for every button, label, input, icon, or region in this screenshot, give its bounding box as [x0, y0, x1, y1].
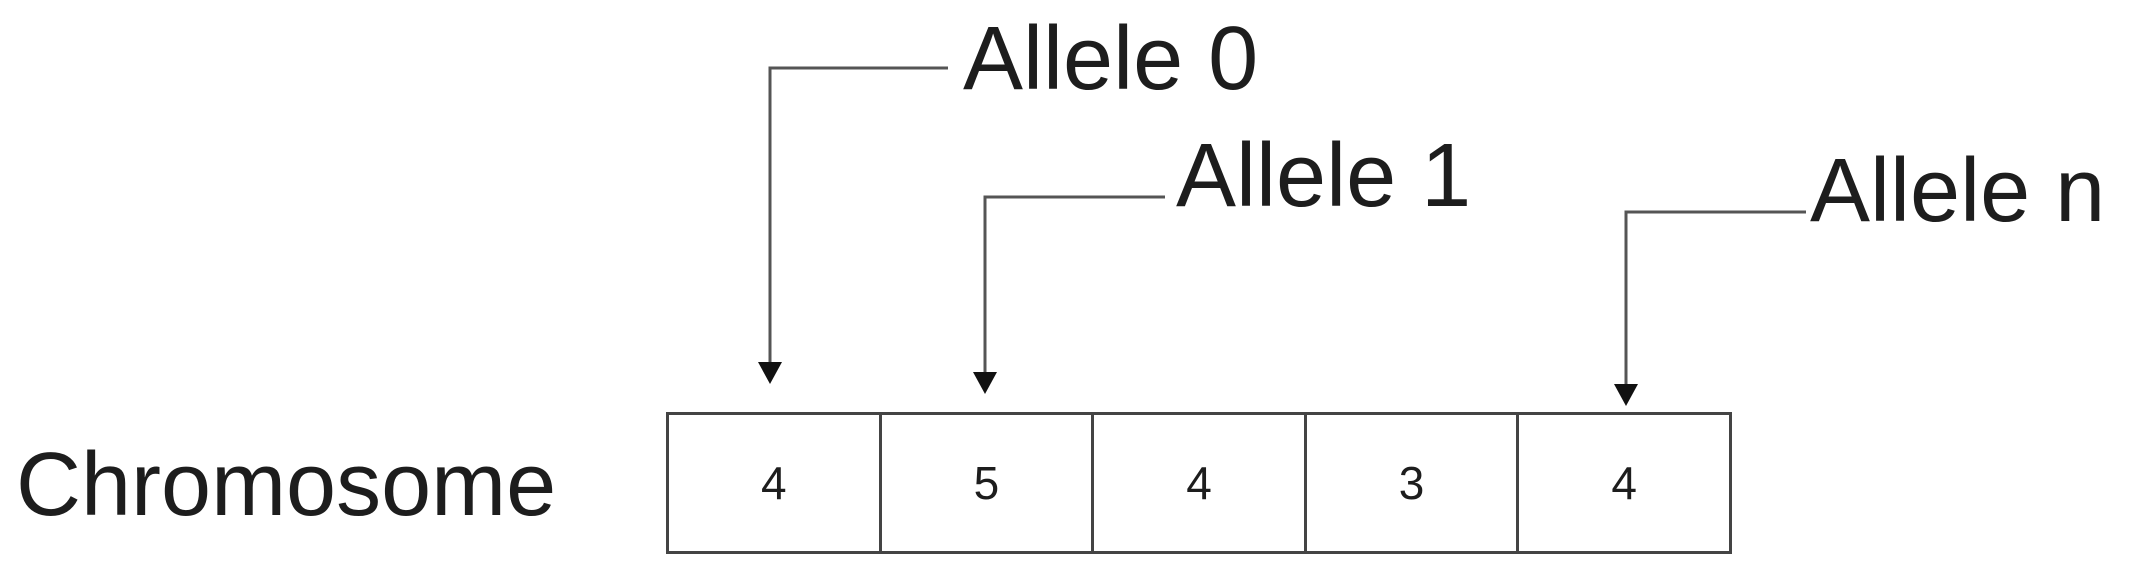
- allele-0-arrowhead: [758, 362, 782, 384]
- gene-cell-1: 5: [882, 415, 1095, 551]
- allele-1-label: Allele 1: [1176, 126, 1472, 226]
- gene-cell-3: 3: [1307, 415, 1520, 551]
- allele-1-arrowhead: [973, 372, 997, 394]
- allele-n-label: Allele n: [1810, 141, 2106, 241]
- allele-0-label: Allele 0: [963, 9, 1259, 109]
- chromosome-label: Chromosome: [16, 435, 557, 535]
- gene-cell-4: 4: [1611, 457, 1637, 509]
- allele-0-connector: [758, 66, 948, 384]
- allele-n-arrowhead: [1614, 384, 1638, 406]
- chromosome-gene-row: 4 5 4 3 4: [666, 412, 1732, 554]
- allele-n-connector: [1614, 210, 1806, 406]
- gene-cell-0: 4: [669, 415, 882, 551]
- gene-cell-2: 4: [1094, 415, 1307, 551]
- allele-1-connector: [973, 195, 1165, 394]
